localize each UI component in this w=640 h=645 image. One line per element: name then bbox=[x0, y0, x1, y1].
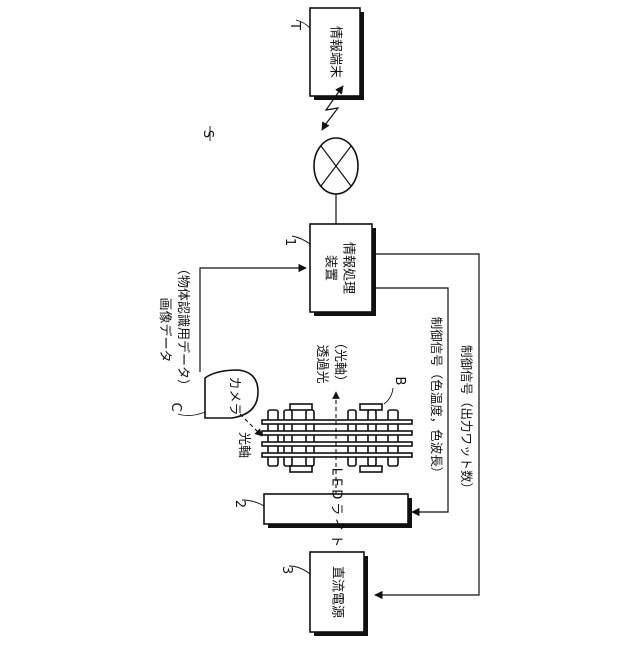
terminal-label: 情報端末 bbox=[328, 26, 343, 78]
processor-label-line1: 情報処理 bbox=[341, 242, 356, 294]
control-signal-color-label: 制御信号（色温度，色波長） bbox=[429, 317, 444, 480]
system-label: S bbox=[200, 130, 215, 138]
camera-leader bbox=[178, 412, 205, 416]
terminal-ref: T bbox=[287, 21, 302, 30]
processor-ref: 1 bbox=[282, 238, 297, 246]
led-light-label: LEDライト bbox=[329, 468, 344, 550]
camera-ref: C bbox=[168, 402, 183, 411]
camera-label: カメラ bbox=[227, 376, 242, 415]
image-data-arrow bbox=[200, 268, 306, 372]
object-b bbox=[262, 404, 412, 472]
information-processor: 情報処理 装置 bbox=[310, 224, 376, 316]
transmitted-light-sublabel: （光軸） bbox=[332, 336, 347, 388]
information-terminal: 情報端末 bbox=[310, 8, 364, 100]
network-icon bbox=[314, 138, 358, 194]
dc-power-label: 直流電源 bbox=[330, 566, 345, 618]
processor-label-line2: 装置 bbox=[323, 255, 338, 281]
led-light: LEDライト bbox=[264, 468, 412, 550]
image-data-label: 画像データ bbox=[157, 297, 173, 362]
image-data-sublabel: （物体認識用データ） bbox=[175, 262, 191, 392]
transmitted-light-label: 透過光 bbox=[314, 344, 329, 383]
led-light-ref: 2 bbox=[232, 500, 247, 508]
dc-power-ref: 3 bbox=[279, 566, 294, 574]
optical-axis-label: 光軸 bbox=[236, 432, 251, 458]
dc-power-supply: 直流電源 bbox=[310, 552, 368, 636]
object-ref: B bbox=[392, 377, 407, 386]
object-leader bbox=[384, 388, 393, 404]
control-signal-power-label: 制御信号（出力ワット数） bbox=[459, 345, 474, 495]
camera: カメラ bbox=[205, 370, 258, 418]
